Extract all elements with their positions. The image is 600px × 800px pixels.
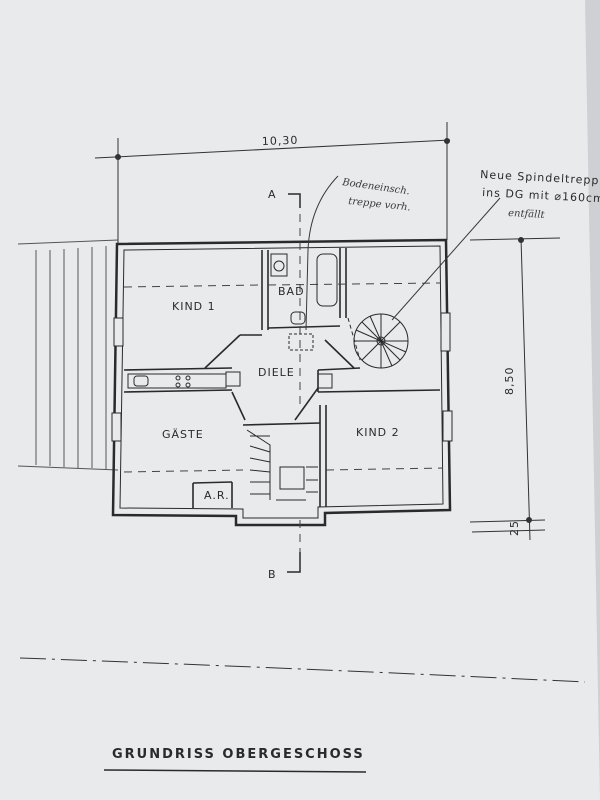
spiral-stair xyxy=(347,313,409,369)
drawing-title: GRUNDRISS OBERGESCHOSS xyxy=(112,747,365,762)
dimension-width-label: 10,30 xyxy=(262,134,299,148)
section-marker-b xyxy=(287,552,301,573)
room-label-bad: BAD xyxy=(278,285,305,298)
dimension-right xyxy=(469,237,561,541)
room-label-diele: DIELE xyxy=(258,366,295,379)
room-label-kind1: KIND 1 xyxy=(172,300,216,313)
dimension-depth-label: 8,50 xyxy=(503,367,516,396)
central-stair xyxy=(246,429,318,501)
annotation-spiral-line3: entfällt xyxy=(508,208,546,221)
room-label-gaeste: GÄSTE xyxy=(162,428,204,441)
section-marker-a xyxy=(288,193,301,208)
roof-slope-lines xyxy=(123,200,444,565)
dimension-top xyxy=(94,122,451,245)
section-marker-a-label: A xyxy=(268,188,277,201)
bathroom-fixtures xyxy=(270,253,338,351)
dimension-small-label: 25 xyxy=(508,520,521,536)
windows xyxy=(111,312,453,442)
room-label-kind2: KIND 2 xyxy=(356,426,400,439)
kitchen-counter xyxy=(127,371,333,389)
room-label-ar: A.R. xyxy=(204,489,230,502)
drawing-title-underline xyxy=(103,769,367,773)
interior-walls xyxy=(123,248,441,508)
annotation-leaders xyxy=(305,175,501,331)
terrace-hatch xyxy=(17,239,119,471)
section-marker-b-label: B xyxy=(268,568,277,581)
